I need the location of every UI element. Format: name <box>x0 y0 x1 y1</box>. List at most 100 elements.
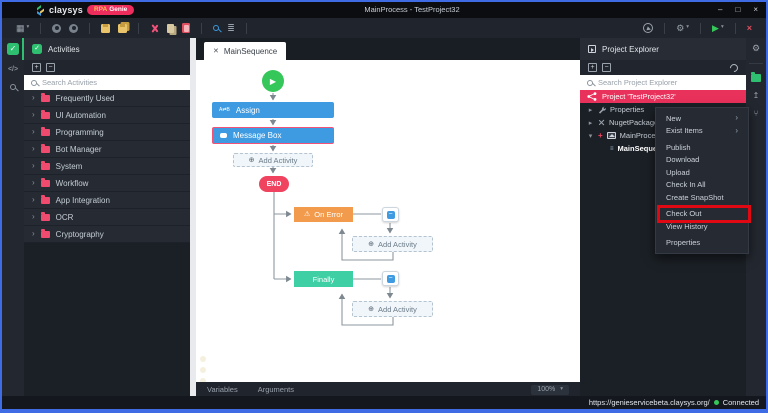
paste-button[interactable] <box>182 23 191 33</box>
undo-button[interactable] <box>52 23 62 33</box>
redo-button[interactable] <box>69 23 79 33</box>
chevron-right-icon: › <box>32 178 35 187</box>
grid-menu-icon: ▦ <box>16 22 25 33</box>
service-url[interactable]: https://genieservicebeta.claysys.org/ <box>588 398 710 407</box>
add-icon: ⊕ <box>248 156 255 164</box>
canvas-bottom-bar: Variables Arguments 100% ▾ <box>196 382 580 397</box>
add-activity-node-1[interactable]: ⊕ Add Activity <box>233 153 313 167</box>
search-strip-button[interactable] <box>10 84 16 92</box>
menu-item-publish[interactable]: Publish <box>666 142 691 152</box>
zoom-level: 100% <box>537 386 556 393</box>
minimize-button[interactable]: – <box>718 5 723 14</box>
expander-icon[interactable]: ▾ <box>588 132 593 140</box>
expand-all-button[interactable]: + <box>588 63 597 72</box>
activities-search[interactable] <box>24 75 190 90</box>
activities-title: Activities <box>48 44 80 54</box>
maximize-button[interactable]: □ <box>735 5 741 14</box>
gear-icon[interactable]: ⚙ <box>751 43 761 53</box>
end-node[interactable]: END <box>259 176 289 192</box>
cut-button[interactable] <box>150 24 159 33</box>
code-strip-button[interactable]: </> <box>7 66 19 73</box>
canvas-dot <box>200 356 206 362</box>
workflow-canvas[interactable]: ▶ A⇄B Assign Message Box ⊕ Add Activity … <box>196 60 580 382</box>
activities-item[interactable]: ›UI Automation <box>24 107 190 124</box>
collapse-all-button[interactable]: − <box>602 63 611 72</box>
tree-item-nugetpackages[interactable]: ▸ NugetPackages <box>588 118 662 127</box>
menu-item-new[interactable]: New› <box>666 113 738 123</box>
panel-splitter[interactable] <box>190 38 196 396</box>
activities-item[interactable]: ›Workflow <box>24 175 190 192</box>
paste-icon <box>182 23 191 33</box>
menu-item-upload[interactable]: Upload <box>666 167 690 177</box>
zoom-control[interactable]: 100% ▾ <box>531 384 569 395</box>
tree-item-mainprocess[interactable]: ▾ + MainProcess <box>588 130 664 140</box>
close-button[interactable]: × <box>753 5 758 14</box>
activities-item[interactable]: ›System <box>24 158 190 175</box>
copy-button[interactable] <box>167 23 175 33</box>
activities-item[interactable]: ›Programming <box>24 124 190 141</box>
project-explorer-search[interactable] <box>580 75 746 90</box>
menu-item-view-history[interactable]: View History <box>666 221 708 231</box>
arguments-button[interactable]: Arguments <box>257 385 294 394</box>
tree-item-properties[interactable]: ▸ Properties <box>588 105 645 114</box>
pointer-mode-button[interactable] <box>643 23 654 33</box>
project-explorer-title: Project Explorer <box>602 44 659 54</box>
main-menu-button[interactable]: ▦ ▾ <box>16 22 29 33</box>
activities-item[interactable]: ›App Integration <box>24 192 190 209</box>
menu-item-create-snapshot[interactable]: Create SnapShot <box>666 192 724 202</box>
publish-icon[interactable]: ↥ <box>752 91 760 100</box>
start-node[interactable]: ▶ <box>262 70 284 92</box>
activities-item[interactable]: ›Cryptography <box>24 226 190 243</box>
add-activity-node-2[interactable]: ⊕ Add Activity <box>352 236 433 252</box>
message-box-node[interactable]: Message Box <box>212 127 334 144</box>
activities-strip-button[interactable]: ✓ <box>7 43 19 55</box>
refresh-icon[interactable] <box>728 61 740 74</box>
expander-icon[interactable]: ▸ <box>588 119 593 127</box>
search-icon <box>10 84 16 90</box>
caret-down-icon: ▾ <box>560 385 563 392</box>
redo-icon <box>69 23 79 33</box>
folder-icon <box>40 126 50 136</box>
branch-icon[interactable]: ⑂ <box>753 109 759 118</box>
collapse-all-button[interactable]: − <box>46 63 55 72</box>
variables-button[interactable]: Variables <box>207 385 238 394</box>
assign-node[interactable]: A⇄B Assign <box>212 102 334 118</box>
collapse-button-2[interactable]: − <box>382 271 399 286</box>
tree-item-project-root[interactable]: Project 'TestProject32' <box>580 90 746 103</box>
activities-item[interactable]: ›Bot Manager <box>24 141 190 158</box>
activities-item[interactable]: ›OCR <box>24 209 190 226</box>
on-error-node[interactable]: ⚠ On Error <box>294 207 353 222</box>
settings-button[interactable]: ⚙ ▾ <box>676 23 689 33</box>
project-folder-icon[interactable] <box>751 72 761 82</box>
menu-item-properties[interactable]: Properties <box>666 238 701 248</box>
hierarchy-icon <box>587 92 597 101</box>
stop-button[interactable]: × <box>747 23 752 33</box>
run-button[interactable]: ▶ ▾ <box>712 23 724 33</box>
brand-name: claysys <box>49 5 83 15</box>
collapse-button-1[interactable]: − <box>382 207 399 222</box>
menu-item-download[interactable]: Download <box>666 155 700 165</box>
save-all-button[interactable] <box>118 23 128 33</box>
left-icon-strip: ✓ </> <box>2 38 24 396</box>
tab-mainsequence[interactable]: ✕ MainSequence <box>204 42 287 60</box>
add-activity-node-3[interactable]: ⊕ Add Activity <box>352 301 433 317</box>
save-button[interactable] <box>101 23 111 33</box>
menu-item-check-in-all[interactable]: Check In All <box>666 180 706 190</box>
search-button[interactable] <box>213 25 220 31</box>
activities-item[interactable]: ›Frequently Used <box>24 90 190 107</box>
expander-icon[interactable]: ▸ <box>588 106 593 114</box>
rpa-genie-badge: RPA Genie <box>86 5 135 15</box>
chevron-right-icon: › <box>32 144 35 153</box>
expand-all-button[interactable]: + <box>32 63 41 72</box>
activities-search-input[interactable] <box>42 78 183 87</box>
tab-close-icon[interactable]: ✕ <box>213 47 219 55</box>
menu-item-exist-items[interactable]: Exist Items› <box>666 125 738 136</box>
tree-item-mainsequence[interactable]: ≡ MainSequence <box>610 144 671 153</box>
outline-icon: ≣ <box>227 22 235 33</box>
finally-node[interactable]: Finally <box>294 271 353 287</box>
warning-icon: ⚠ <box>303 211 311 218</box>
menu-item-check-out[interactable]: Check Out <box>656 205 751 223</box>
project-search-input[interactable] <box>598 78 739 87</box>
outline-button[interactable]: ≣ <box>227 22 235 33</box>
